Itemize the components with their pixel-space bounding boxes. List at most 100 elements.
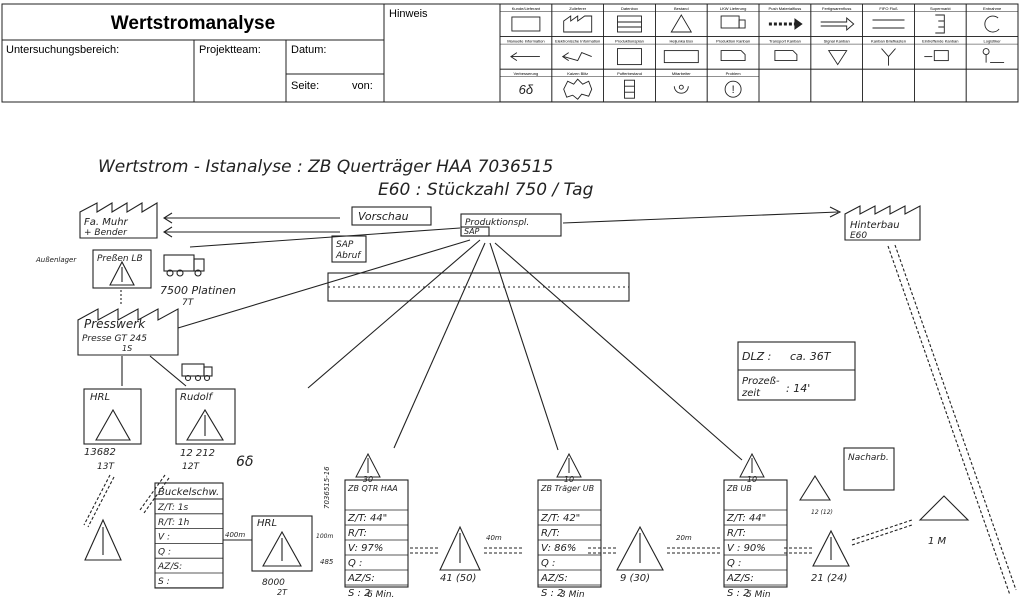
legend-label: Bestand — [674, 6, 689, 11]
rudolf-inventory-days: 12T — [182, 462, 200, 472]
dist-100: 100m — [316, 533, 333, 540]
form-header: Wertstromanalyse Hinweis Untersuchungsbe… — [1, 3, 1019, 103]
inventory-c: 21 (24) — [811, 573, 847, 584]
presswerk-label: Presswerk — [84, 317, 146, 331]
platinen-label: 7500 Platinen — [160, 284, 236, 297]
form-title: Wertstromanalyse — [111, 13, 275, 34]
legend-symbol-icon — [935, 14, 945, 34]
process-row: Z/T: 44" — [726, 513, 766, 524]
rudolf-label: Rudolf — [180, 392, 214, 403]
produktionsplanung-label: Produktionspl. — [465, 218, 529, 228]
push-arrow-left — [83, 474, 170, 528]
buckelschw-databox: Z/T: 1sR/T: 1hV :Q :AZ/S:S : — [155, 498, 223, 589]
process-row: Z/T: 44" — [347, 513, 387, 524]
dist-20: 20m — [676, 534, 692, 542]
process-row: R/T: — [541, 528, 560, 539]
legend-symbol-icon — [774, 50, 798, 62]
qty-485: 485 — [320, 558, 334, 566]
process-row: ZB Träger UB — [540, 484, 594, 493]
legend-symbol-icon — [617, 48, 642, 66]
databox-row: S : — [158, 577, 170, 587]
process-time: 3 Min — [560, 590, 585, 600]
legend-label: Kunde/Lieferant — [512, 6, 541, 11]
process-row: V: 86% — [541, 543, 576, 554]
legend-label: Logistiker — [984, 39, 1002, 44]
process-row: Z/T: 42" — [540, 513, 580, 524]
legend-label: Problem — [726, 71, 742, 76]
hrl-mid-label: HRL — [257, 518, 277, 529]
legend-symbol-icon: ! — [724, 80, 742, 98]
process-row: V : 90% — [727, 543, 766, 554]
legend-label: Entnahme — [983, 6, 1002, 11]
legend-symbol-icon — [624, 79, 635, 99]
dist-400: 400m — [225, 531, 245, 539]
legend-label: Datenbox — [621, 6, 638, 11]
legend-label: Produktion Kanban — [716, 39, 750, 44]
legend-symbol-icon: 6δ — [519, 82, 534, 97]
legend-label: Zulieferer — [569, 6, 587, 11]
databox-row: V : — [158, 533, 170, 543]
vorschau-label: Vorschau — [358, 210, 409, 223]
hrl-mid-qty: 8000 — [262, 578, 285, 588]
customer-push-arrow — [887, 244, 1017, 596]
legend-symbol-icon — [510, 52, 540, 61]
presse-shift: 1S — [122, 344, 132, 353]
svg-text:6δ: 6δ — [519, 82, 534, 97]
legend-label: Pufferbestand — [617, 71, 642, 76]
sap-abruf-2: Abruf — [335, 251, 362, 261]
legend-label: Fertigwarenfluss — [822, 6, 851, 11]
legend-label: Kanban Briefkasten — [871, 39, 906, 44]
databox-row: Z/T: 1s — [157, 503, 188, 513]
hinweis-label: Hinweis — [389, 8, 428, 20]
legend-label: Produktionsplan — [615, 39, 644, 44]
legend-symbol-icon — [872, 19, 905, 29]
presse-label: Presse GT 245 — [82, 334, 147, 344]
legend-symbol-icon — [670, 14, 693, 33]
von-label: von: — [352, 80, 373, 92]
customer-name2: E60 — [850, 231, 867, 241]
legend-symbol-icon — [720, 50, 746, 62]
svg-text:!: ! — [732, 84, 735, 96]
databox-row: AZ/S: — [157, 562, 182, 572]
pressen-lb-label: Preßen LB — [97, 254, 143, 264]
qty-12: 12 (12) — [811, 509, 833, 516]
process-row: Q : — [541, 558, 555, 569]
prozesszeit-label2: zeit — [741, 388, 761, 399]
presswerk-factory: Presswerk Presse GT 245 1S — [77, 308, 179, 356]
legend-symbol-icon — [563, 15, 593, 33]
manual-info-arrows — [162, 212, 340, 238]
legend-symbol-icon — [673, 84, 689, 94]
glasses-icon: 6δ — [236, 454, 253, 470]
legend-symbol-icon — [563, 78, 593, 100]
process-row: S : 2 — [348, 588, 370, 599]
inventory-a: 41 (50) — [440, 573, 476, 584]
process-time: 6 Min. — [367, 590, 394, 600]
seite-label: Seite: — [291, 80, 319, 92]
electronic-info-lines — [177, 206, 842, 461]
legend-symbol-icon — [617, 15, 642, 33]
part-number: 7036515-16 — [323, 466, 331, 509]
dist-40: 40m — [486, 534, 502, 542]
process-row: S : 2 — [541, 588, 563, 599]
legend-label: Transport Kanban — [769, 39, 801, 44]
legend-label: Push Materialfluss — [769, 6, 802, 11]
legend-label: Heijunka Box — [670, 39, 694, 44]
process-row: Q : — [348, 558, 362, 569]
legend-symbol-icon — [511, 16, 541, 32]
databox-row: R/T: 1h — [158, 518, 190, 528]
process-time: 5 Min — [746, 590, 771, 600]
sap-label: SAP — [464, 227, 480, 236]
supplier-name: Fa. Muhr — [84, 217, 129, 228]
diagram-title-line1: Wertstrom - Istanalyse : ZB Querträger H… — [98, 157, 553, 177]
legend-label: Supermarkt — [930, 6, 952, 11]
legend-label: Verbesserung — [514, 71, 539, 76]
inventory-b: 9 (30) — [620, 573, 650, 584]
process-row: R/T: — [348, 528, 367, 539]
prozesszeit-label: Prozeß- — [742, 376, 780, 387]
dlz-value: ca. 36T — [790, 350, 832, 363]
